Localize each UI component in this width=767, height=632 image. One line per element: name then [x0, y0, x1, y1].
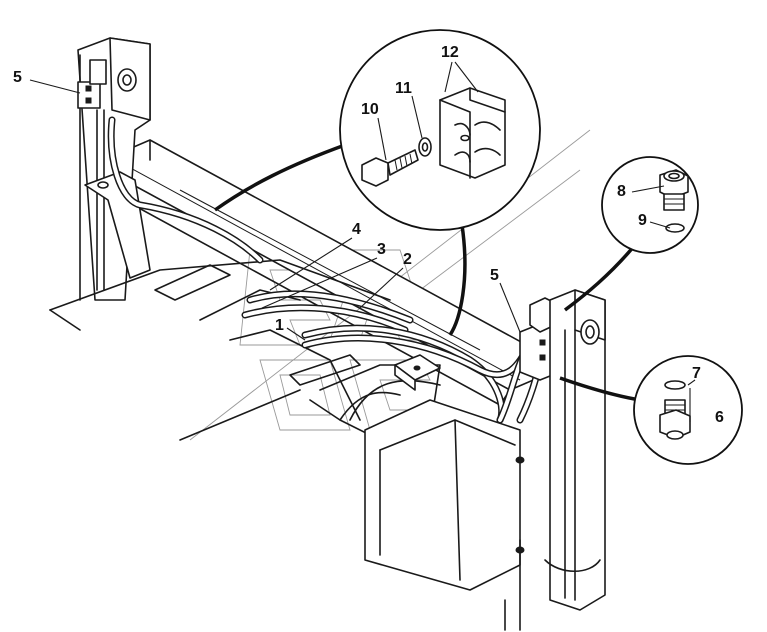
label-part-4: 4 — [352, 221, 361, 238]
lower-housing — [364, 399, 525, 631]
hose-clamp-block — [394, 354, 441, 391]
right-mast-post — [544, 289, 606, 611]
label-part-7: 7 — [692, 365, 701, 382]
label-part-10: 10 — [361, 101, 379, 118]
label-part-8: 8 — [617, 183, 626, 200]
label-part-3: 3 — [377, 241, 386, 258]
label-leaders — [29, 61, 696, 422]
label-part-9: 9 — [638, 212, 647, 229]
label-part-12: 12 — [441, 44, 459, 61]
callout-clamp-detail — [339, 29, 541, 231]
label-part-5-right: 5 — [490, 267, 499, 284]
left-valve-block — [77, 59, 107, 109]
label-part-2: 2 — [403, 251, 412, 268]
label-part-5-left: 5 — [13, 69, 22, 86]
label-part-11: 11 — [395, 80, 412, 97]
callout-fitting-6-7 — [633, 355, 743, 465]
label-part-6: 6 — [715, 409, 724, 426]
callout-connectors — [213, 143, 641, 402]
hydraulic-hoses — [107, 116, 552, 424]
callout-fitting-8-9 — [601, 156, 699, 254]
label-part-1: 1 — [275, 317, 284, 334]
